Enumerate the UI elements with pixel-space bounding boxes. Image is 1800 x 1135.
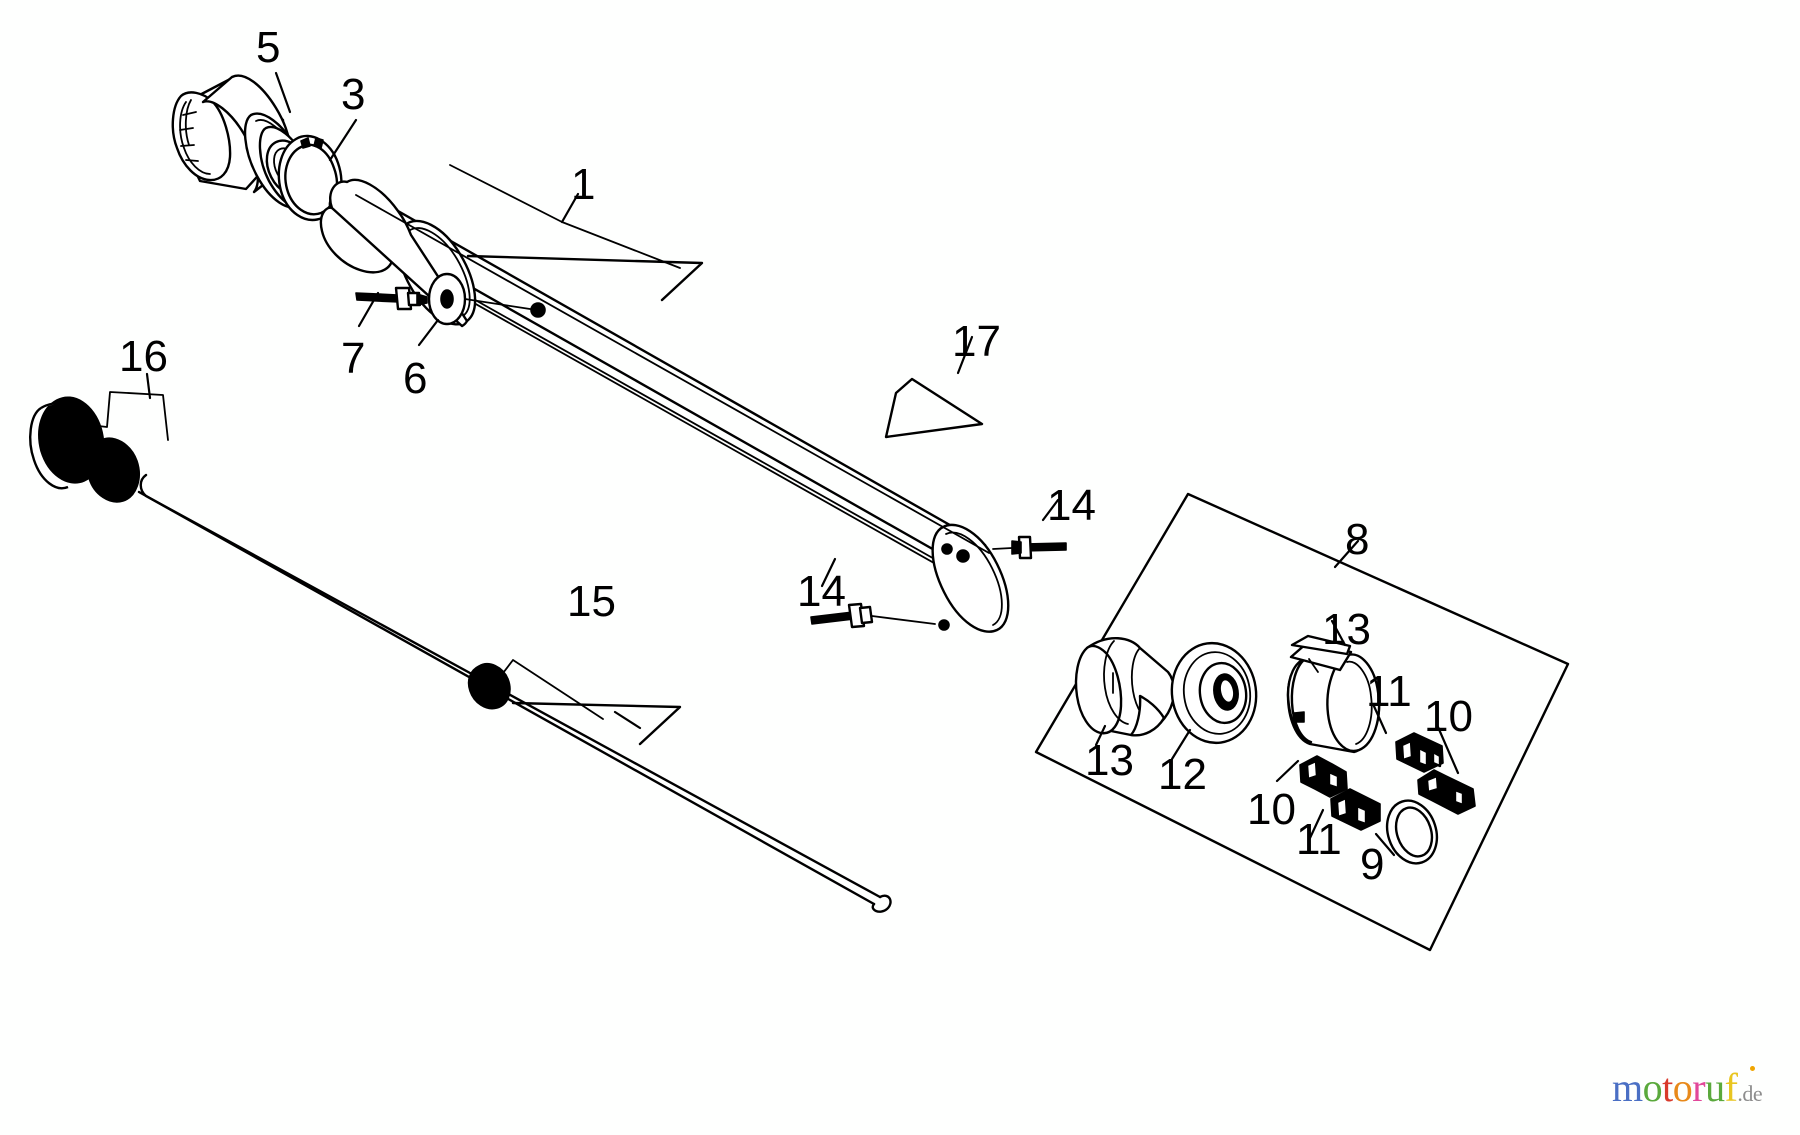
callout-label-6: 6: [403, 354, 428, 403]
part-3-snap-ring: [277, 134, 343, 221]
callout-leader-lines: [274, 71, 1060, 588]
part-11-bushing-upper: [1371, 702, 1444, 773]
part-12-ball-bearing: [1170, 641, 1258, 761]
watermark-letter-m: m: [1612, 1065, 1643, 1110]
watermark-dot: [1750, 1066, 1755, 1071]
watermark-letter-o2: o: [1672, 1065, 1693, 1110]
part-10-pin-lower: [1275, 755, 1348, 798]
callout-label-11-upper: 11: [1366, 667, 1412, 716]
callout-label-13-left: 13: [1085, 736, 1134, 785]
watermark-letter-t: t: [1662, 1065, 1673, 1110]
part-10-pin-upper: [1417, 725, 1476, 815]
callout-label-5: 5: [256, 23, 281, 72]
part-13-housing-right: [1286, 619, 1381, 754]
part-6-washer: [427, 272, 546, 326]
watermark-letter-u: u: [1705, 1065, 1725, 1110]
callout-label-12: 12: [1158, 750, 1207, 799]
motoruf-watermark: motoruf.de: [1612, 1065, 1763, 1110]
leader-5: [274, 71, 292, 114]
leader-3: [328, 118, 358, 162]
callout-label-16: 16: [119, 332, 168, 381]
callout-label-9: 9: [1360, 840, 1385, 889]
callout-label-14-lower: 14: [797, 567, 846, 616]
part-11-bushing-lower: [1308, 788, 1381, 840]
part-1-boom-tube: [319, 178, 1010, 633]
watermark-letter-r: r: [1692, 1065, 1706, 1110]
part-16-shaft-couplers: [29, 372, 169, 503]
part-15-drive-shaft: [137, 254, 892, 913]
part-7-screw-pin: [355, 286, 428, 311]
callout-label-8: 8: [1345, 515, 1370, 564]
callout-label-17: 17: [952, 317, 1001, 366]
callout-label-3: 3: [341, 70, 366, 119]
callout-label-13-right: 13: [1322, 605, 1371, 654]
callout-label-11-lower: 11: [1296, 815, 1342, 864]
callout-label-1: 1: [571, 160, 596, 209]
watermark-suffix: .de: [1737, 1081, 1763, 1106]
part-13-housing-left: [1074, 637, 1176, 747]
part-9-o-ring: [1374, 799, 1439, 865]
watermark-letter-f: f: [1724, 1065, 1738, 1110]
callout-label-10-upper: 10: [1424, 692, 1473, 741]
callout-label-10-lower: 10: [1247, 785, 1296, 834]
watermark-letter-o1: o: [1642, 1065, 1663, 1110]
callout-label-7: 7: [341, 334, 366, 383]
part-14-clamp-screw-lower: [810, 602, 950, 631]
callout-label-14-upper: 14: [1047, 481, 1096, 530]
part-17-decal: [884, 377, 984, 439]
part-14-clamp-screw-upper: [992, 535, 1067, 560]
callout-label-15: 15: [567, 577, 616, 626]
